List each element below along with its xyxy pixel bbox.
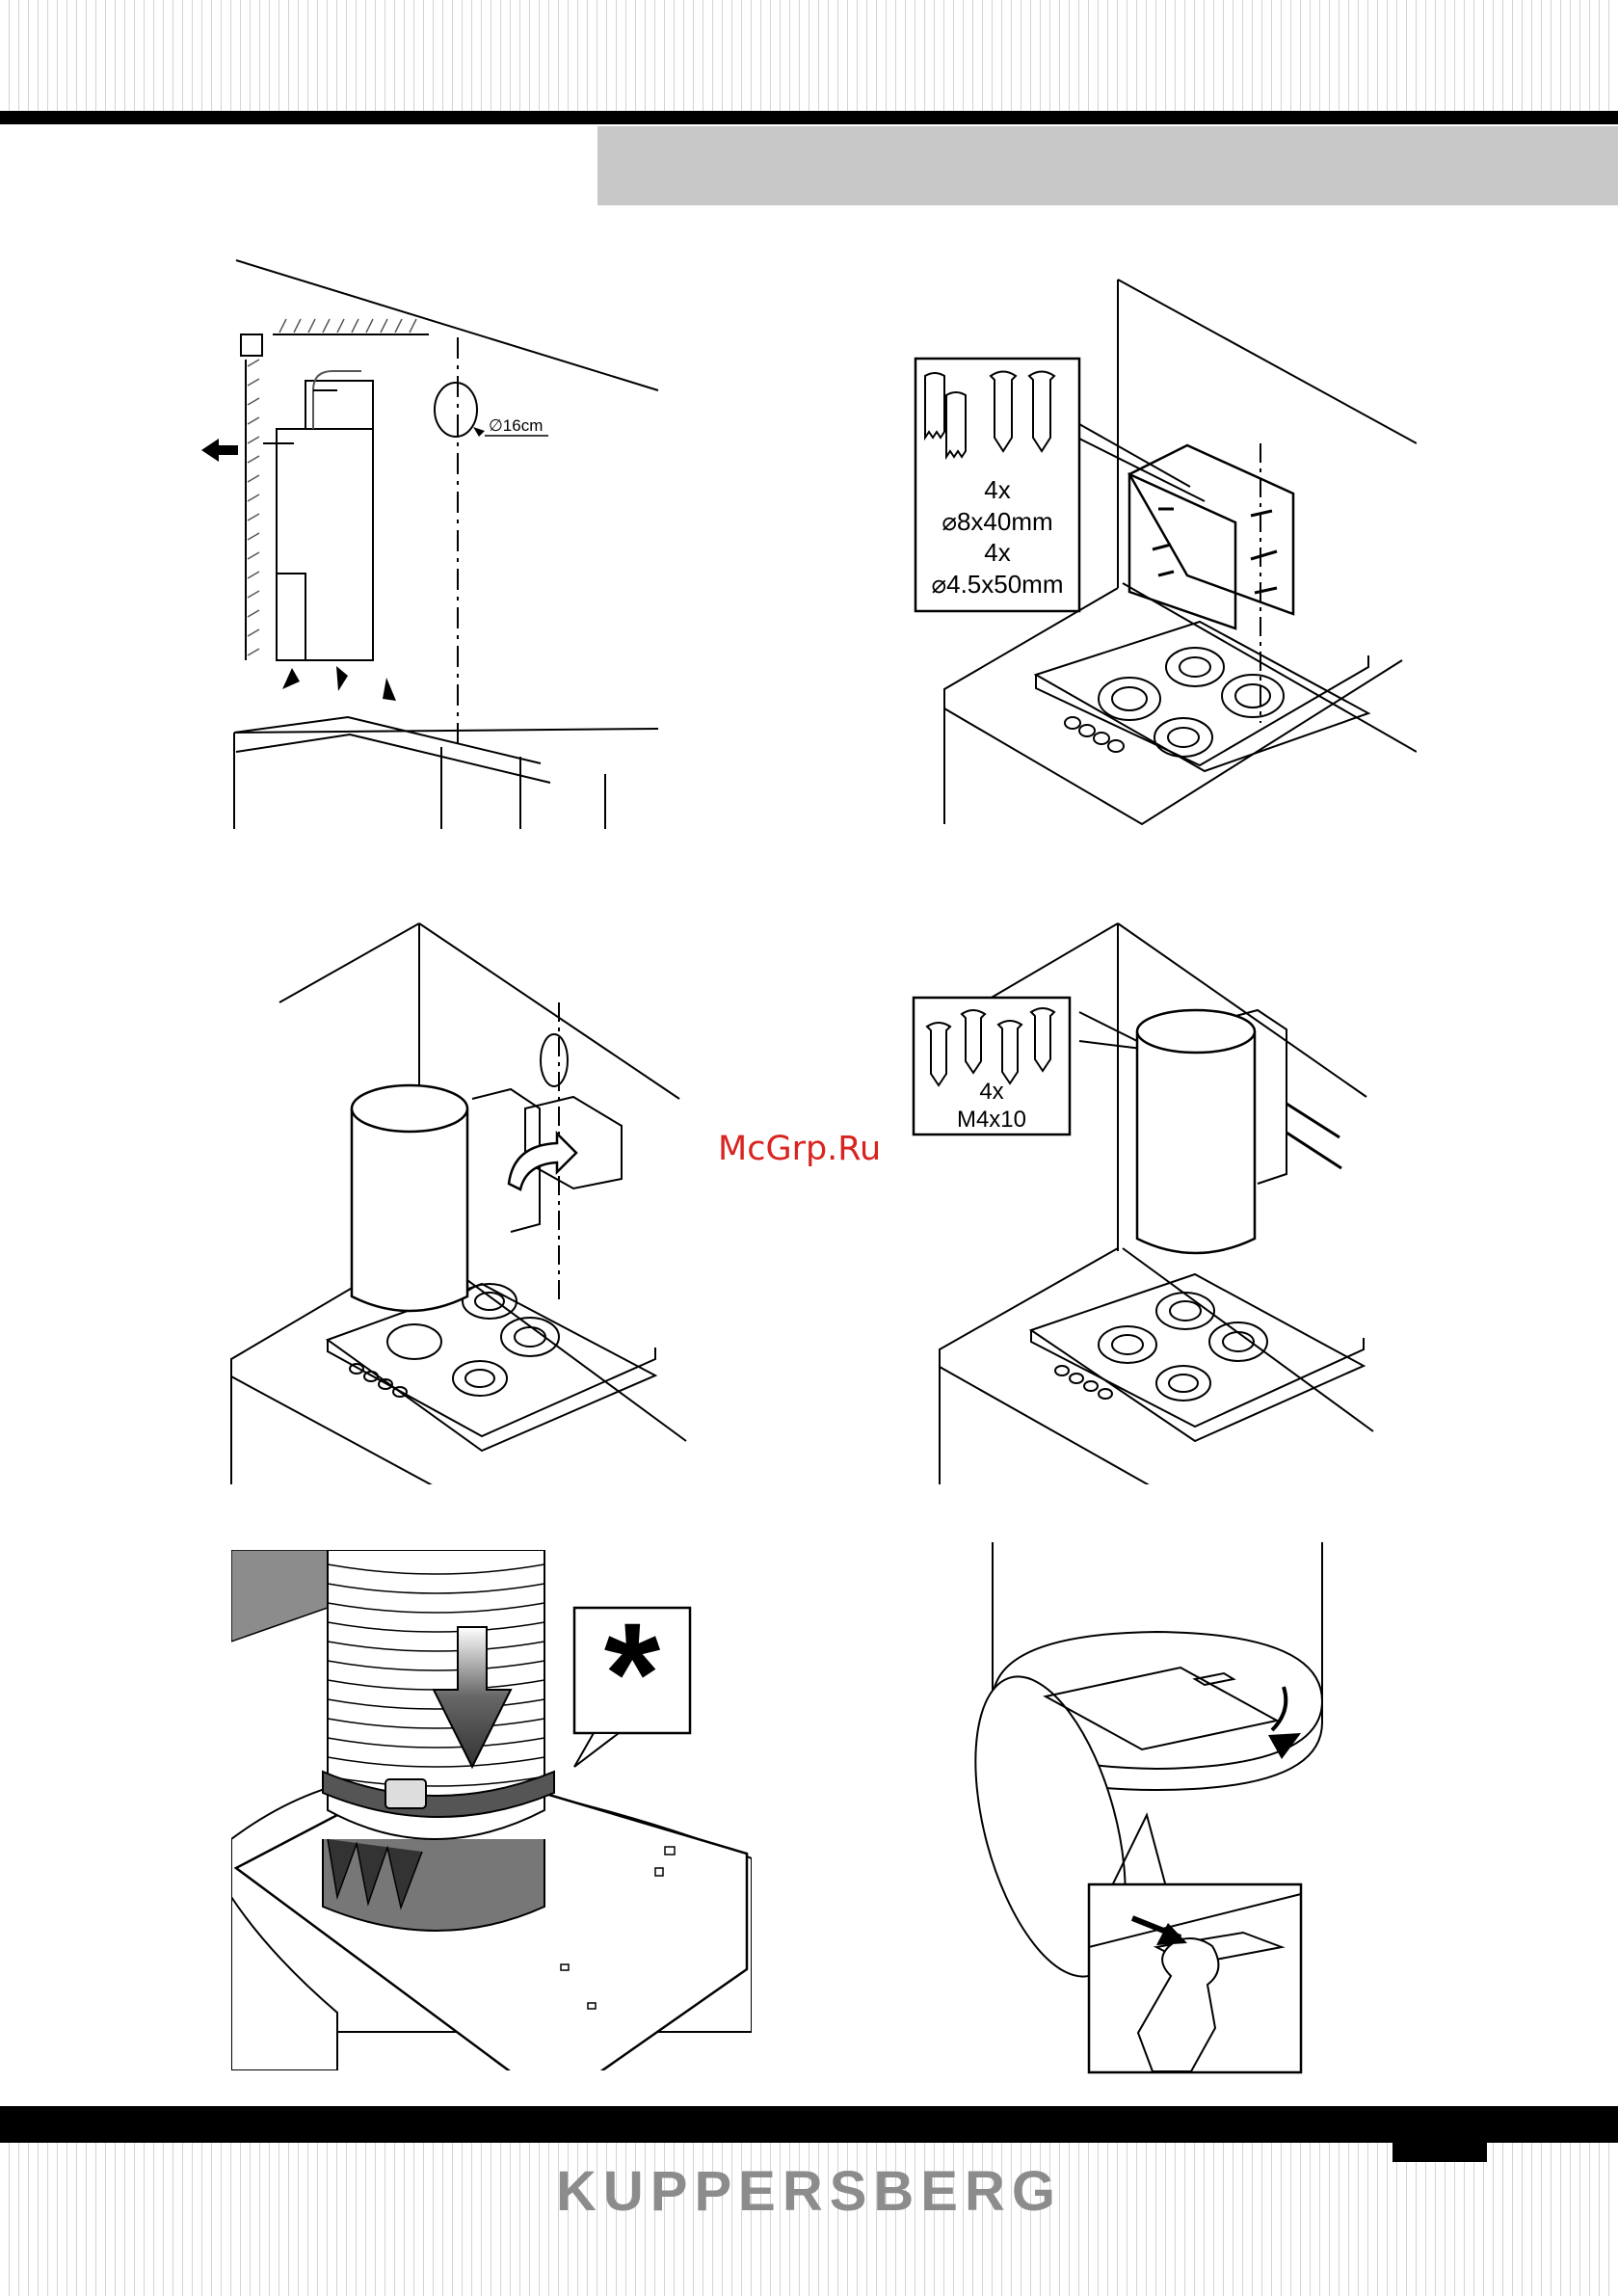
header-title-box xyxy=(597,126,1618,205)
mount-screw-qty: 4x xyxy=(979,1079,1003,1105)
figure-bracket-screws: 4x ⌀8x40mm 4x ⌀4.5x50mm xyxy=(906,270,1417,848)
figure-hang-hood xyxy=(222,916,723,1484)
top-bar xyxy=(0,111,1618,124)
optional-part-mark: * xyxy=(604,1592,661,1754)
figure-duct-clamp: * xyxy=(231,1550,752,2070)
wall-plug-size: ⌀8x40mm xyxy=(942,507,1052,536)
hole-diameter-label: ∅16cm xyxy=(489,416,543,435)
brand-logo: KUPPERSBERG xyxy=(0,2159,1618,2224)
figure-secure-hood: 4x M4x10 xyxy=(906,916,1417,1484)
wall-plug-qty: 4x xyxy=(984,475,1010,504)
figure-exhaust-duct: ∅16cm xyxy=(198,246,679,834)
mount-screw-size: M4x10 xyxy=(957,1107,1026,1133)
figure-filter-removal xyxy=(964,1542,1349,2082)
bottom-bar xyxy=(0,2106,1618,2143)
watermark: McGrp.Ru xyxy=(718,1130,881,1168)
screw-qty: 4x xyxy=(984,538,1010,567)
screw-size: ⌀4.5x50mm xyxy=(931,570,1063,599)
